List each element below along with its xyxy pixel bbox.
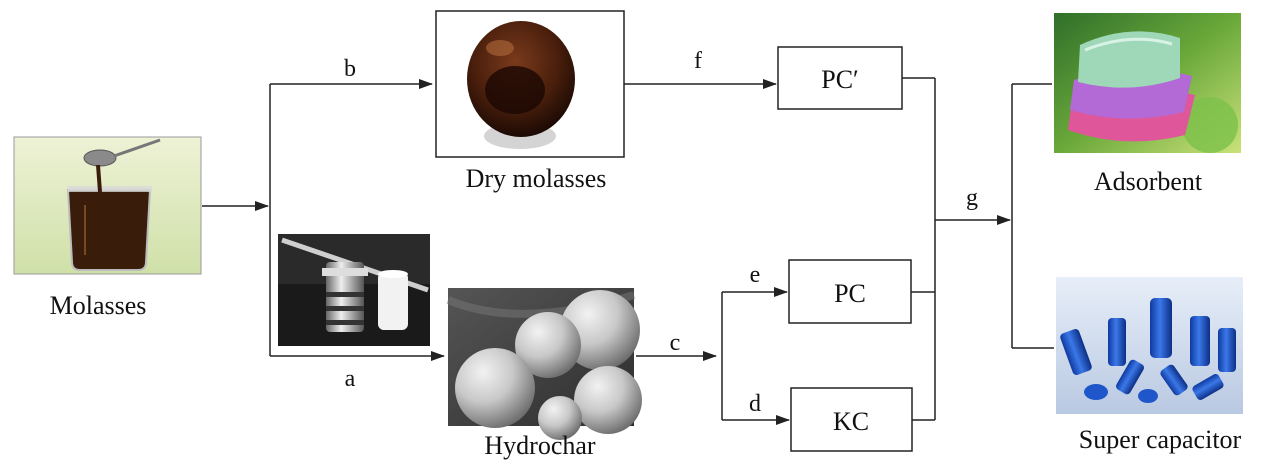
molasses-image [13,136,202,275]
hydrochar-image [446,288,642,440]
adsorbent-image [1054,13,1241,153]
dry-molasses-label: Dry molasses [466,164,607,193]
edge-label-g: g [966,185,978,211]
kc-box [790,387,913,452]
edge-label-c: c [670,330,681,356]
supercapacitor-image [1056,277,1243,414]
edge-label-b: b [344,56,356,82]
hydrochar-label: Hydrochar [484,431,596,460]
pc-prime-box [777,46,903,110]
pc-label: PC [834,279,866,308]
dry-molasses-image [435,10,625,158]
autoclave-image [278,234,430,346]
supercapacitor-label: Super capacitor [1079,425,1242,454]
edge-label-f: f [694,48,702,74]
edge-label-a: a [345,366,356,392]
edge-label-e: e [750,262,761,288]
molasses-label: Molasses [50,291,147,320]
edge-label-d: d [749,391,761,417]
kc-label: KC [833,407,869,436]
pc-prime-label: PC′ [821,65,859,94]
adsorbent-label: Adsorbent [1094,167,1203,196]
